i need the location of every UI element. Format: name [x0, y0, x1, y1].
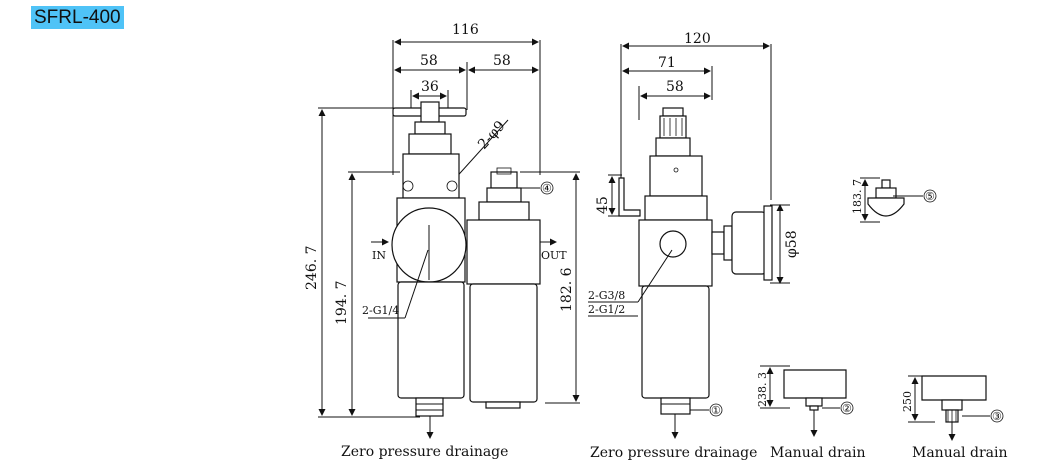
dim-mount-hole: 2-φ9 — [475, 118, 509, 153]
side-thread-label-1: 2-G3/8 — [588, 289, 625, 302]
caption-front: Zero pressure drainage — [341, 444, 508, 460]
dim-gauge-diameter: φ58 — [784, 230, 800, 258]
callout-5: ⑤ — [925, 190, 935, 203]
callout-1: ① — [711, 404, 721, 417]
dim-manual-drain-1: 238. 3 — [756, 372, 769, 407]
dim-total-height: 246. 7 — [304, 245, 320, 290]
dim-manual-drain-2: 250 — [901, 391, 914, 412]
detail-manual-drain-2: 250 ③ Manual drain — [901, 375, 1007, 461]
dim-bracket-height: 45 — [595, 196, 611, 214]
dim-body-height: 194. 7 — [334, 280, 350, 325]
dim-side-total-width: 120 — [684, 31, 711, 47]
model-title: SFRL-400 — [31, 6, 124, 29]
port-in-label: IN — [372, 249, 386, 262]
caption-manual-drain-1: Manual drain — [770, 445, 865, 461]
caption-side: Zero pressure drainage — [590, 445, 757, 461]
port-out-label: OUT — [541, 249, 567, 262]
dim-side-body-width: 58 — [666, 79, 684, 95]
front-view: 116 58 58 36 2-φ9 246. 7 194. 7 182. 6 — [304, 22, 580, 460]
dim-knob-width: 36 — [421, 79, 439, 95]
dim-cap-height: 183. 7 — [851, 179, 864, 214]
detail-manual-drain-1: 238. 3 ② Manual drain — [756, 365, 865, 461]
dim-total-width: 116 — [452, 22, 479, 38]
callout-4: ④ — [542, 182, 552, 195]
front-thread-label: 2-G1/4 — [362, 304, 399, 317]
callout-2: ② — [842, 402, 852, 415]
detail-cap: 183. 7 ⑤ — [851, 177, 937, 223]
side-view: 120 71 58 45 φ58 — [588, 31, 800, 461]
callout-3: ③ — [992, 410, 1002, 423]
dim-side-offset: 71 — [658, 55, 676, 71]
dim-right-width: 58 — [493, 53, 511, 69]
side-thread-label-2: 2-G1/2 — [588, 303, 625, 316]
dim-left-width: 58 — [420, 53, 438, 69]
caption-manual-drain-2: Manual drain — [912, 445, 1007, 461]
dim-lubricator-height: 182. 6 — [559, 267, 575, 312]
